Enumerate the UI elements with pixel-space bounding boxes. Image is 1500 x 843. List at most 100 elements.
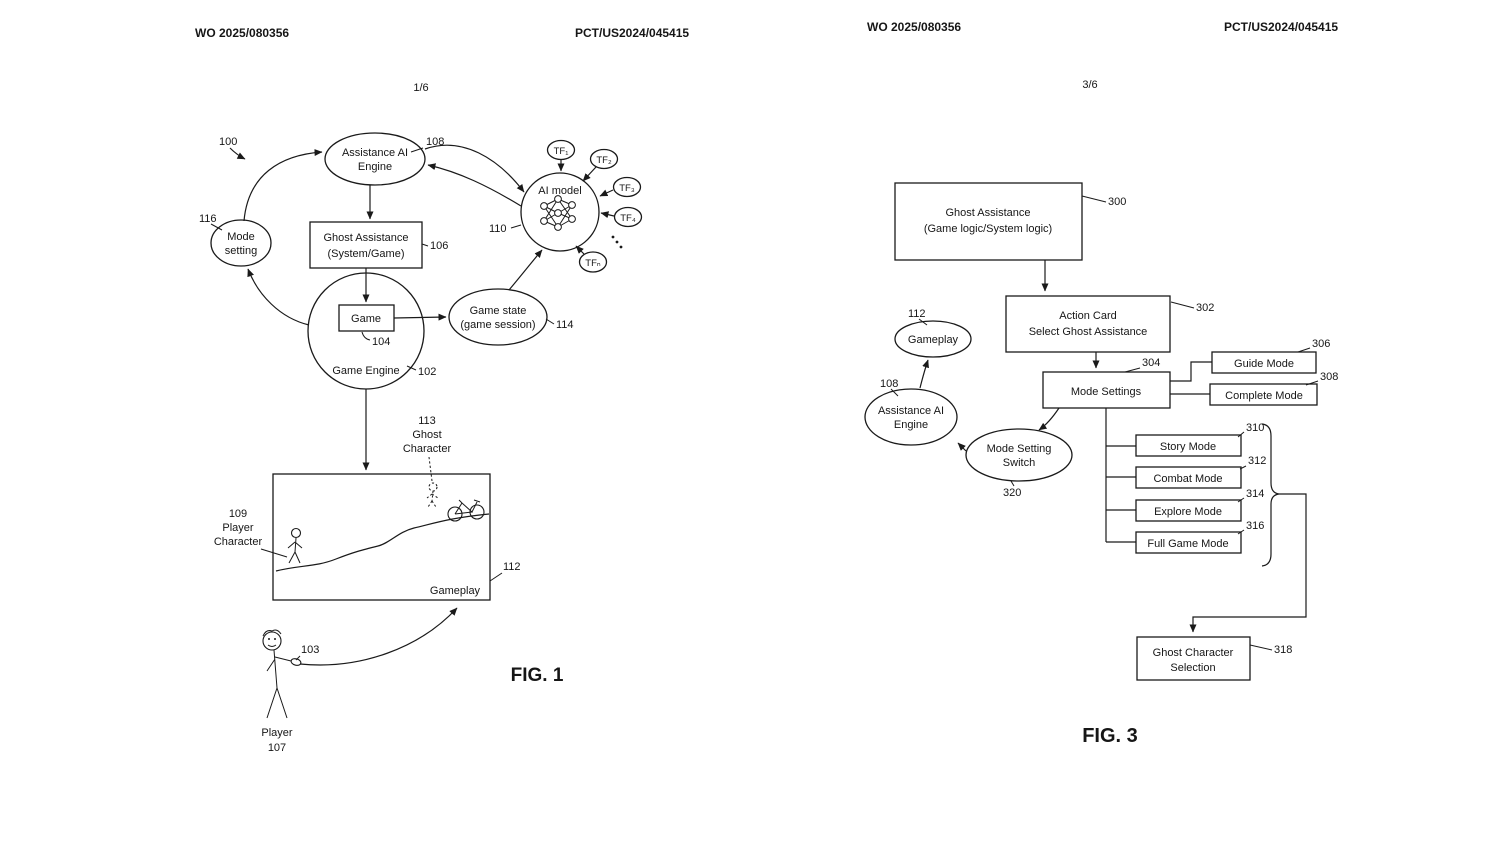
ai-model-label: AI model [538, 185, 581, 197]
player-character-figure [287, 527, 303, 564]
ref-113: 113 [418, 415, 436, 427]
tf1-node: TF₁ [546, 139, 576, 161]
mode-setting-switch-node: Mode Setting Switch [965, 428, 1073, 482]
story-mode-box [1135, 434, 1242, 457]
ref-304: 304 [1142, 357, 1160, 369]
player-character-callout-2: Character [214, 536, 263, 548]
ref-102: 102 [418, 366, 436, 378]
hill-line [275, 513, 490, 572]
guide-mode-node: Guide Mode [1211, 351, 1317, 374]
ghost-character-leader [428, 456, 433, 482]
ghost-assistance-box [309, 221, 423, 269]
ghost-assistance-label-2: (System/Game) [327, 248, 404, 260]
ref-300: 300 [1108, 196, 1126, 208]
mode-setting-ellipse [210, 219, 272, 267]
ghost-assistance-logic-label-2: (Game logic/System logic) [924, 223, 1052, 235]
ghost-assistance-label-1: Ghost Assistance [324, 232, 409, 244]
sheet2-pct-number: PCT/US2024/045415 [1224, 20, 1338, 34]
connector-brace-to-318 [1189, 493, 1307, 633]
ghost-character-selection-box [1136, 636, 1251, 681]
sheet2-page-number: 3/6 [1082, 79, 1097, 91]
game-state-label-1: Game state [470, 305, 527, 317]
mode-group-brace [1261, 423, 1280, 567]
ghost-character-selection-label-2: Selection [1170, 662, 1215, 674]
fig3-caption: FIG. 3 [1082, 725, 1138, 747]
ghost-character-callout-1: Ghost [412, 429, 441, 441]
gameplay-frame [272, 473, 491, 601]
arrow-engine-to-gameplay [919, 359, 929, 389]
sheet2-doc-number: WO 2025/080356 [867, 20, 961, 34]
arrow-mode-setting-to-engine [243, 149, 323, 222]
arrow-game-state-to-ai-model [508, 249, 543, 291]
ghost-character-callout-2: Character [403, 443, 452, 455]
ghost-character-figure [426, 482, 439, 508]
action-card-box [1005, 295, 1171, 353]
ref-318: 318 [1274, 644, 1292, 656]
ref-106-leader [421, 243, 429, 247]
ref-306-leader [1297, 347, 1311, 353]
ref-110-leader [510, 224, 522, 229]
ref-320-leader [1010, 480, 1015, 487]
tf-ellipsis-dots [611, 235, 623, 249]
controller-icon [290, 658, 302, 666]
explore-mode-box [1135, 499, 1242, 522]
ref-102-leader [406, 365, 417, 371]
ref-112: 112 [503, 561, 521, 573]
arrow-304-to-switch [1038, 407, 1060, 431]
arrow-player-to-gameplay [299, 607, 458, 666]
game-state-label-2: (game session) [460, 319, 535, 331]
ref-104-leader [361, 331, 371, 341]
game-state-node: Game state (game session) [448, 288, 548, 346]
game-label: Game [351, 313, 381, 325]
tf2-ellipse [589, 148, 619, 170]
ref-302: 302 [1196, 302, 1214, 314]
tf3-ellipse [612, 176, 642, 198]
ref-304-leader [1124, 367, 1141, 373]
tf3-label: TF₃ [619, 183, 635, 194]
ref-110: 110 [489, 223, 507, 235]
player-figure [262, 629, 302, 719]
assistance-ai-engine-ellipse [324, 132, 426, 186]
arrow-game-to-game-state [393, 313, 447, 321]
assistance-ai-engine-label-2: Engine [358, 161, 392, 173]
mode-setting-label-1: Mode [227, 231, 255, 243]
ref-308: 308 [1320, 371, 1338, 383]
ref-112-leader [489, 572, 503, 582]
arrow-tfn-to-ai-model [575, 245, 585, 255]
tfn-ellipse [578, 251, 608, 273]
player-label: Player [261, 727, 293, 739]
gameplay-ellipse [894, 320, 972, 358]
tfn-label: TFₙ [585, 258, 601, 269]
mode-setting-switch-ellipse [965, 428, 1073, 482]
ref-114: 114 [556, 319, 574, 331]
gameplay-node: Gameplay [894, 320, 972, 358]
combat-mode-box [1135, 466, 1242, 489]
ref-108-fig3-leader [890, 388, 899, 397]
combat-mode-label: Combat Mode [1153, 473, 1222, 485]
ref-308-leader [1305, 380, 1319, 386]
arrow-engine-to-ai-model [424, 144, 525, 193]
ref-314: 314 [1246, 488, 1264, 500]
ghost-assistance-logic-node: Ghost Assistance (Game logic/System logi… [894, 182, 1083, 261]
sheet1-doc-number: WO 2025/080356 [195, 26, 289, 40]
explore-mode-label: Explore Mode [1154, 506, 1222, 518]
ref-116-leader [210, 223, 223, 231]
arrow-tf2-to-ai-model [582, 166, 597, 182]
assistance-ai-engine-fig3-label-2: Engine [894, 419, 928, 431]
ref-112-fig3-leader [918, 318, 928, 326]
ref-108-leader [410, 147, 424, 153]
ref-104: 104 [372, 336, 390, 348]
ref-302-leader [1170, 301, 1195, 309]
mode-setting-switch-label-1: Mode Setting [987, 443, 1052, 455]
ghost-assistance-logic-label-1: Ghost Assistance [946, 207, 1031, 219]
assistance-ai-engine-ellipse-fig3 [864, 388, 958, 446]
tf3-node: TF₃ [612, 176, 642, 198]
mode-setting-switch-label-2: Switch [1003, 457, 1035, 469]
ghost-character-selection-label-1: Ghost Character [1153, 647, 1234, 659]
story-mode-label: Story Mode [1160, 441, 1216, 453]
ref-312-leader [1239, 465, 1247, 470]
ref-316: 316 [1246, 520, 1264, 532]
complete-mode-label: Complete Mode [1225, 390, 1303, 402]
action-card-node: Action Card Select Ghost Assistance [1005, 295, 1171, 353]
